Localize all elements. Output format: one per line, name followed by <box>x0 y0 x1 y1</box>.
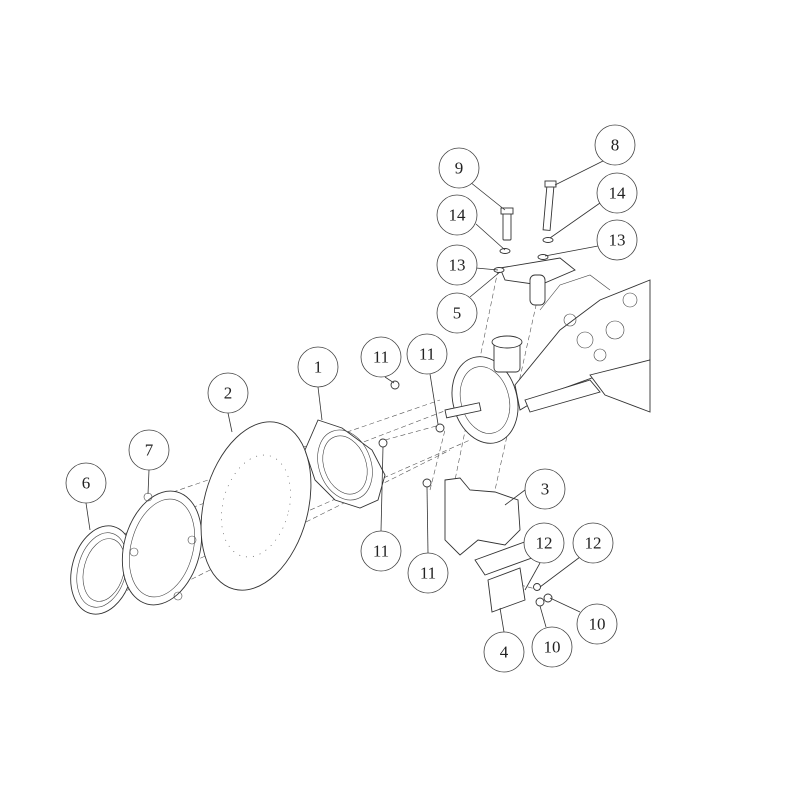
svg-text:7: 7 <box>145 441 154 460</box>
callout-11-upper-left: 11 <box>360 336 402 378</box>
callout-11-lower-left: 11 <box>360 530 402 572</box>
callout-13-left: 13 <box>436 244 478 286</box>
svg-text:4: 4 <box>500 643 509 662</box>
callout-14-right: 14 <box>596 172 638 214</box>
part-4-plate <box>487 567 526 613</box>
callout-10-left: 10 <box>531 626 573 668</box>
svg-text:3: 3 <box>541 480 550 499</box>
svg-text:11: 11 <box>419 345 435 364</box>
callout-11-lower: 11 <box>407 552 449 594</box>
part-1-adapter-plate <box>304 419 386 509</box>
callout-3: 3 <box>524 468 566 510</box>
callout-4: 4 <box>483 631 525 673</box>
hydraulic-pump-assembly <box>444 257 651 444</box>
svg-text:6: 6 <box>82 474 91 493</box>
callout-8: 8 <box>594 124 636 166</box>
callout-11-upper: 11 <box>406 333 448 375</box>
svg-text:2: 2 <box>224 384 233 403</box>
callout-2: 2 <box>207 372 249 414</box>
parts-10-12-hardware <box>533 583 553 607</box>
callout-5: 5 <box>436 292 478 334</box>
part-3-bracket <box>444 477 541 576</box>
svg-text:5: 5 <box>453 304 462 323</box>
callout-12-left: 12 <box>523 522 565 564</box>
callout-1: 1 <box>297 346 339 388</box>
callout-9: 9 <box>438 147 480 189</box>
callout-12-right: 12 <box>572 522 614 564</box>
svg-text:11: 11 <box>373 348 389 367</box>
callout-7: 7 <box>128 429 170 471</box>
svg-text:14: 14 <box>449 206 467 225</box>
callout-14-left: 14 <box>436 194 478 236</box>
callout-10-right: 10 <box>576 603 618 645</box>
svg-text:10: 10 <box>589 615 606 634</box>
svg-text:11: 11 <box>420 564 436 583</box>
svg-text:13: 13 <box>609 231 626 250</box>
part-2-disc <box>200 421 312 591</box>
svg-text:8: 8 <box>611 136 620 155</box>
part-11-nuts <box>378 380 445 488</box>
callout-13-right: 13 <box>596 219 638 261</box>
svg-text:12: 12 <box>585 534 602 553</box>
leader-lines <box>85 159 606 633</box>
bolts-and-washers <box>493 180 557 273</box>
svg-text:12: 12 <box>536 534 553 553</box>
svg-text:13: 13 <box>449 256 466 275</box>
svg-text:11: 11 <box>373 542 389 561</box>
part-7-gasket <box>121 490 203 606</box>
svg-text:10: 10 <box>544 638 561 657</box>
svg-text:14: 14 <box>609 184 627 203</box>
svg-text:9: 9 <box>455 159 464 178</box>
callout-6: 6 <box>65 462 107 504</box>
part-6-ring-plate <box>70 525 134 615</box>
svg-text:1: 1 <box>314 358 323 377</box>
